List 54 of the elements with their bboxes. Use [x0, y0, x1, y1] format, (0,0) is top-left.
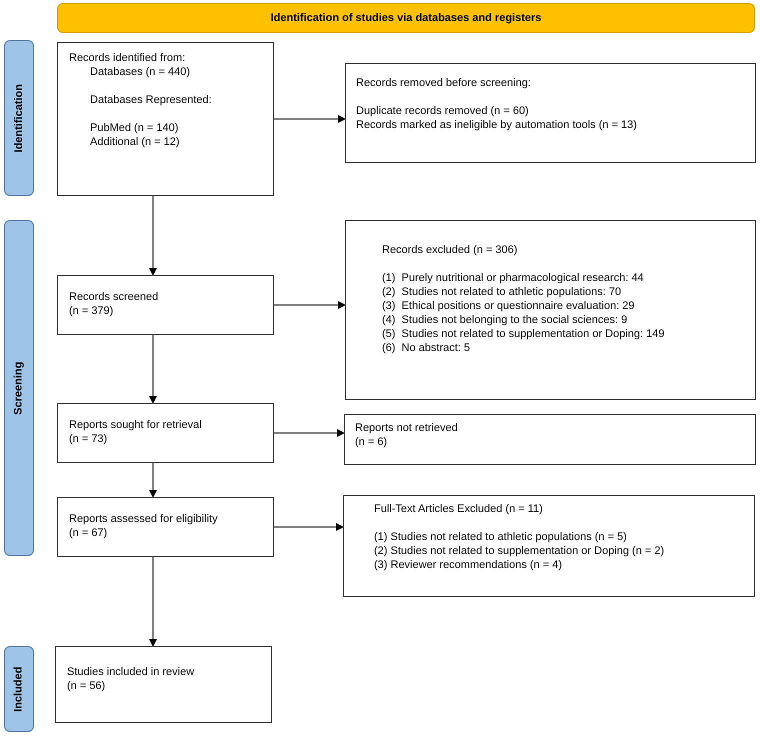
arrow	[274, 523, 344, 531]
arrow	[274, 115, 346, 123]
box-text: Records screened	[69, 290, 160, 304]
process-box	[57, 497, 274, 557]
box-text: (1) Studies not related to athletic populations (n = 5)	[374, 530, 628, 544]
box-text: Databases (n = 440)	[89, 65, 191, 79]
box-text: (n = 6)	[355, 435, 388, 449]
arrow	[149, 334, 157, 404]
process-box	[55, 646, 272, 723]
box-text: (n = 379)	[69, 304, 114, 318]
arrow	[274, 429, 345, 437]
box-text: Duplicate records removed (n = 60)	[356, 104, 530, 118]
process-box	[344, 414, 756, 465]
phase-label: Included	[12, 666, 26, 712]
box-text: PubMed (n = 140)	[89, 121, 180, 135]
box-text: (6) No abstract: 5	[382, 341, 472, 355]
box-text: Full-Text Articles Excluded (n = 11)	[374, 502, 544, 516]
box-text: (1) Purely nutritional or pharmacological research: 44	[382, 271, 645, 285]
box-text: (2) Studies not related to athletic populations: 70	[382, 285, 622, 299]
box-text: (n = 67)	[69, 526, 108, 540]
phase-label: Identification	[12, 84, 26, 152]
box-text: (n = 56)	[67, 679, 106, 693]
process-box	[57, 403, 274, 463]
phase-band	[4, 646, 34, 732]
arrow	[274, 301, 346, 309]
box-text: (4) Studies not belonging to the social sciences: 9	[382, 313, 628, 327]
box-text: (2) Studies not related to supplementation or Doping (n = 2)	[374, 544, 666, 558]
banner-title: Identification of studies via databases and registers	[270, 10, 542, 26]
arrow	[149, 196, 157, 276]
process-box	[57, 275, 274, 335]
box-text: Databases Represented:	[89, 93, 213, 107]
phase-band	[4, 220, 34, 556]
box-text: Reports assessed for eligibility	[69, 512, 219, 526]
box-text: Additional (n = 12)	[89, 135, 181, 149]
process-box	[345, 63, 756, 163]
process-box	[343, 495, 755, 597]
arrow	[149, 556, 157, 647]
arrow	[149, 462, 157, 498]
box-text: (3) Ethical positions or questionnaire evaluation: 29	[382, 299, 636, 313]
box-text: (3) Reviewer recommendations (n = 4)	[374, 558, 563, 572]
box-text: Studies included in review	[67, 665, 196, 679]
box-text: Reports not retrieved	[355, 421, 459, 435]
section-banner	[57, 3, 755, 33]
phase-band	[4, 40, 34, 196]
box-text: (n = 73)	[69, 432, 108, 446]
phase-label: Screening	[12, 361, 26, 415]
process-box	[57, 42, 274, 196]
box-text: Reports sought for retrieval	[69, 418, 203, 432]
process-box	[345, 220, 756, 400]
box-text: Records marked as ineligible by automation tools (n = 13)	[356, 118, 638, 132]
box-text: Records excluded (n = 306)	[382, 243, 518, 257]
box-text: Records removed before screening:	[356, 76, 532, 90]
box-text: Records identified from:	[69, 51, 186, 65]
box-text: (5) Studies not related to supplementation or Doping: 149	[382, 327, 666, 341]
